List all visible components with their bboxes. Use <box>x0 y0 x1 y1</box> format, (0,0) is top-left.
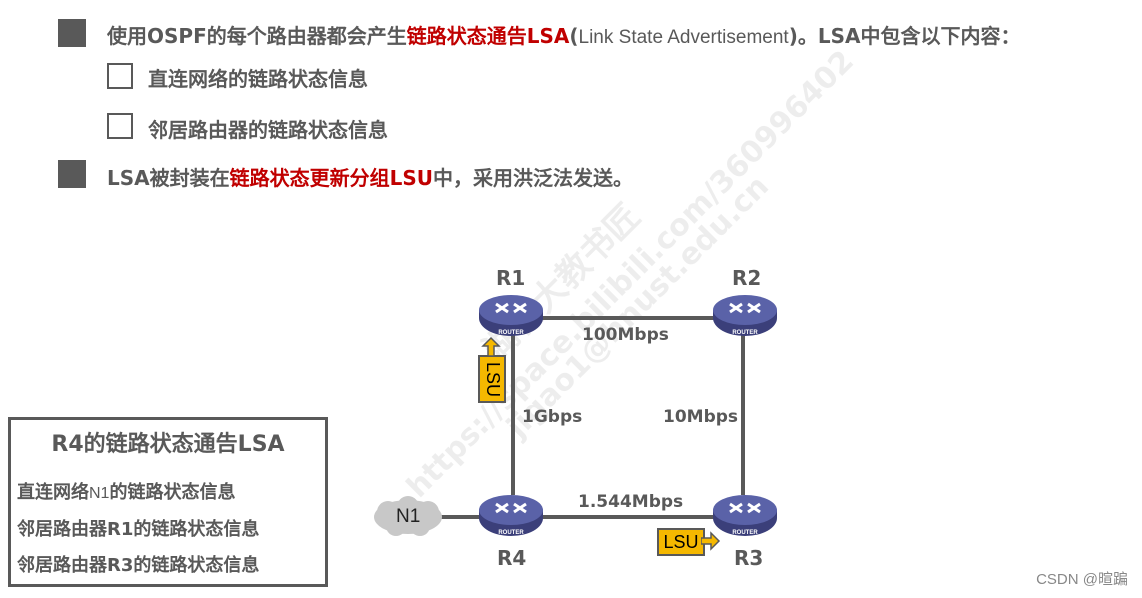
lsa-item-3: 邻居路由器R3的链路状态信息 <box>17 555 260 576</box>
link-r2-r3 <box>741 335 745 495</box>
lsu-tag-r1: LSU <box>478 355 506 403</box>
lsu-tag-r3: LSU <box>657 528 705 556</box>
lsu-label: LSU <box>663 531 699 552</box>
line2-prefix: LSA被封装在 <box>107 166 230 190</box>
lsa-summary-box: R4的链路状态通告LSA 直连网络N1的链路状态信息 邻居路由器R1的链路状态信… <box>8 417 328 587</box>
arrow-up-icon <box>481 336 501 356</box>
line1-english: Link State Advertisement <box>578 27 789 48</box>
lsa-item-1-prefix: 直连网络 <box>17 482 89 503</box>
router-label-r4: R4 <box>497 546 527 570</box>
line2-highlight: 链路状态更新分组LSU <box>229 166 434 190</box>
sub-item-1: 直连网络的链路状态信息 <box>148 67 368 91</box>
line1-suffix: 。LSA中包含以下内容： <box>797 24 1021 48</box>
speed-r2-r3: 10Mbps <box>663 407 739 427</box>
lsa-box-title: R4的链路状态通告LSA <box>51 432 285 457</box>
speed-r4-r3: 1.544Mbps <box>578 492 684 512</box>
line1-prefix: 使用OSPF的每个路由器都会产生 <box>107 24 407 48</box>
router-icon: ROUTER <box>713 295 777 336</box>
line1-paren-open: ( <box>569 24 579 48</box>
svg-text:ROUTER: ROUTER <box>732 530 758 536</box>
checkbox-icon <box>107 63 133 89</box>
link-r1-r4 <box>511 335 515 495</box>
line1-paren-close: ) <box>788 24 798 48</box>
router-label-r2: R2 <box>732 266 762 290</box>
line1-highlight: 链路状态通告LSA <box>406 24 570 48</box>
bullet-square-icon <box>58 19 86 47</box>
router-icon: ROUTER <box>479 495 543 536</box>
bullet-line-1: 使用OSPF的每个路由器都会产生链路状态通告LSA(Link State Adv… <box>107 20 1020 49</box>
link-r4-r3 <box>540 515 720 519</box>
router-icon: ROUTER <box>713 495 777 536</box>
arrow-right-icon <box>701 531 721 551</box>
bullet-square-icon <box>58 160 86 188</box>
lsa-item-1-network: N1 <box>89 485 110 502</box>
svg-text:ROUTER: ROUTER <box>498 330 524 336</box>
watermark-line-2: https://space.bilibili.com/360996402 <box>400 43 861 505</box>
link-r1-r2 <box>540 316 720 320</box>
lsa-item-1: 直连网络N1的链路状态信息 <box>17 478 235 504</box>
network-label-n1: N1 <box>396 506 421 527</box>
router-label-r3: R3 <box>734 546 764 570</box>
line2-suffix: 中，采用洪泛法发送。 <box>433 166 634 190</box>
network-cloud-icon <box>374 496 442 536</box>
footer-credit: CSDN @暄蹁 <box>1036 571 1128 588</box>
sub-item-2: 邻居路由器的链路状态信息 <box>148 118 388 142</box>
link-n1-r4 <box>440 515 480 519</box>
svg-text:ROUTER: ROUTER <box>498 530 524 536</box>
svg-text:ROUTER: ROUTER <box>732 330 758 336</box>
speed-r1-r4: 1Gbps <box>522 407 583 427</box>
lsa-item-1-suffix: 的链路状态信息 <box>109 482 236 503</box>
router-label-r1: R1 <box>496 266 526 290</box>
speed-r1-r2: 100Mbps <box>582 325 669 345</box>
lsa-item-2: 邻居路由器R1的链路状态信息 <box>17 519 260 540</box>
bullet-line-2: LSA被封装在链路状态更新分组LSU中，采用洪泛法发送。 <box>107 162 633 191</box>
checkbox-icon <box>107 113 133 139</box>
router-icon: ROUTER <box>479 295 543 336</box>
lsu-label: LSU <box>482 361 503 397</box>
